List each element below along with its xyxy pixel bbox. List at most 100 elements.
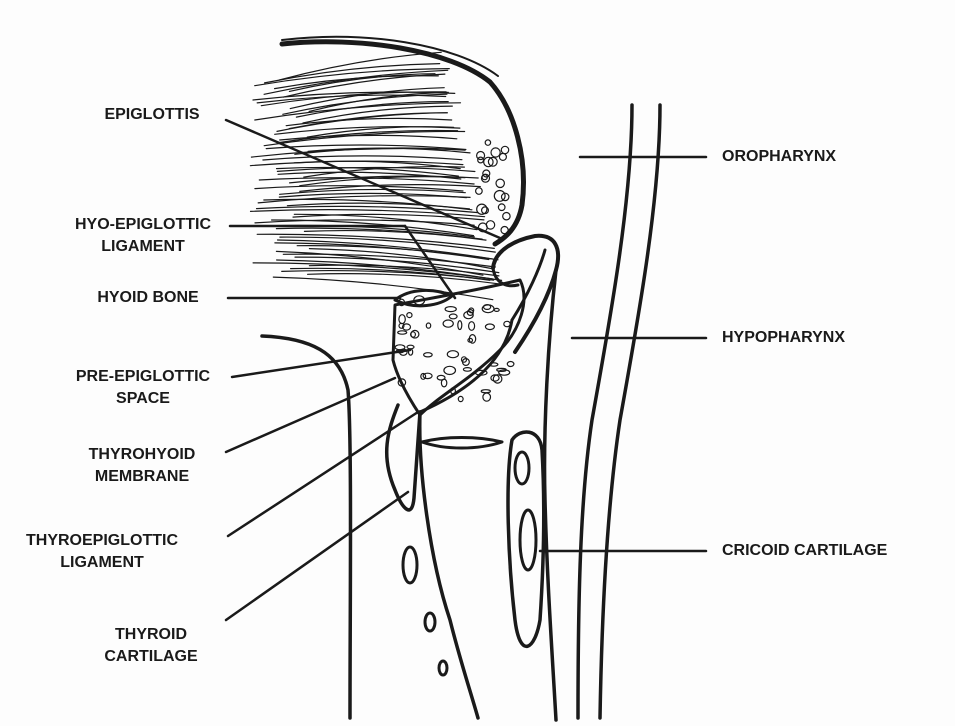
- leader-epiglottis: [224, 118, 502, 240]
- leader-thyrohyoid: [224, 376, 397, 454]
- fat-lobule: [401, 323, 412, 331]
- fat-lobule: [448, 313, 458, 320]
- muscle-fibre: [295, 100, 449, 118]
- label-hyoid-bone-text: HYOID BONE: [97, 289, 199, 306]
- muscle-fibre: [252, 262, 493, 280]
- muscle-fibre: [250, 147, 461, 158]
- leader-lines: [224, 118, 708, 622]
- muscle-fibre: [282, 253, 496, 268]
- muscle-fibre: [278, 51, 442, 81]
- muscle-fibre: [256, 233, 495, 249]
- muscle-fibre: [272, 276, 494, 301]
- tongue-muscle-fibres: [249, 51, 503, 301]
- fat-lobule: [492, 374, 503, 384]
- gland-lobule: [476, 203, 488, 215]
- fat-lobule: [407, 348, 414, 356]
- muscle-fibre: [306, 126, 455, 138]
- label-hyo-epiglottic-line1: HYO-EPIGLOTTIC: [75, 216, 211, 233]
- fat-lobule: [498, 369, 511, 376]
- leader-thyroid: [224, 490, 410, 622]
- fat-lobule: [468, 321, 476, 331]
- posterior-pharyngeal-wall-outer: [598, 103, 662, 720]
- fat-lobule: [397, 378, 407, 387]
- label-thyroepiglottic-line2: LIGAMENT: [60, 554, 144, 571]
- muscle-fibre: [276, 112, 448, 132]
- gland-lobule: [482, 169, 491, 178]
- gland-lobule: [498, 152, 507, 161]
- thyroid-cartilage-outline: [384, 403, 422, 512]
- muscle-fibre: [263, 130, 466, 147]
- fat-lobule: [442, 319, 454, 328]
- muscle-fibre: [279, 188, 466, 195]
- label-pre-epiglottic-space: PRE-EPIGLOTTIC SPACE: [58, 366, 228, 410]
- epiglottis-tip: [491, 233, 561, 354]
- muscle-fibre: [254, 68, 450, 87]
- gland-lobule: [497, 203, 506, 212]
- muscle-fibre: [308, 91, 449, 112]
- muscle-fibre: [249, 160, 464, 167]
- hyoid-bone-outline: [393, 289, 454, 308]
- muscle-fibre: [299, 184, 481, 192]
- thyroid-ossification-1: [401, 545, 419, 585]
- muscle-fibre: [303, 165, 465, 178]
- fat-lobule: [446, 350, 460, 359]
- tongue-base-outline: [279, 39, 526, 247]
- tongue-glands: [475, 139, 511, 235]
- fat-lobule: [410, 329, 420, 339]
- cricoid-ossification-2: [518, 508, 538, 572]
- pre-epiglottic-space-outline: [391, 278, 526, 417]
- gland-lobule: [500, 225, 509, 235]
- gland-lobule: [490, 147, 501, 158]
- gland-lobule: [476, 150, 486, 161]
- gland-lobule: [475, 187, 483, 195]
- muscle-fibre: [254, 219, 475, 226]
- gland-lobule: [483, 156, 494, 168]
- thyroid-ossification-2: [423, 611, 437, 633]
- epiglottis-posterior-surface: [542, 268, 558, 722]
- cricoid-cartilage-outline: [506, 430, 546, 648]
- muscle-fibre: [264, 63, 441, 84]
- muscle-fibre: [294, 256, 500, 274]
- label-cricoid-text: CRICOID CARTILAGE: [722, 542, 888, 559]
- fat-lobule: [436, 374, 446, 381]
- muscle-fibre: [303, 229, 487, 241]
- muscle-fibre: [299, 176, 466, 187]
- label-thyrohyoid-line2: MEMBRANE: [94, 468, 190, 485]
- label-hypopharynx: HYPOPHARYNX: [722, 327, 845, 349]
- label-epiglottis-text: EPIGLOTTIS: [104, 106, 200, 123]
- fat-lobule: [423, 352, 433, 358]
- label-thyroepiglottic-ligament: THYROEPIGLOTTIC LIGAMENT: [14, 530, 190, 574]
- gland-lobule: [487, 156, 498, 167]
- muscle-fibre: [279, 236, 496, 253]
- fat-lobule: [443, 365, 457, 376]
- muscle-fibre: [254, 102, 462, 121]
- fat-lobule: [398, 314, 406, 325]
- muscle-fibre: [255, 205, 479, 214]
- muscle-fibre: [271, 219, 475, 237]
- fat-lobule: [440, 378, 448, 388]
- muscle-fibre: [283, 73, 446, 98]
- fat-lobule: [484, 323, 495, 331]
- label-oropharynx-text: OROPHARYNX: [722, 148, 837, 165]
- fat-lobule: [460, 356, 468, 363]
- fat-lobule: [413, 295, 426, 306]
- anterior-neck-line: [260, 334, 353, 720]
- muscle-fibre: [288, 73, 436, 92]
- leader-thyroepiglottic: [226, 410, 420, 538]
- pre-epiglottic-posterior-line: [418, 318, 514, 414]
- fat-lobule: [480, 389, 491, 394]
- fat-lobule: [493, 307, 500, 312]
- label-thyroid-line1: THYROID: [115, 626, 187, 643]
- muscle-fibre: [262, 155, 463, 161]
- label-hyo-epiglottic-ligament: HYO-EPIGLOTTIC LIGAMENT: [58, 214, 228, 258]
- muscle-fibre: [289, 87, 445, 110]
- muscle-fibre: [257, 195, 471, 204]
- label-thyroid-cartilage: THYROID CARTILAGE: [86, 624, 216, 668]
- tongue-surface-edge: [281, 35, 499, 77]
- label-epiglottis: EPIGLOTTIS: [72, 104, 232, 126]
- fat-lobule: [463, 310, 474, 320]
- muscle-fibre: [260, 91, 447, 107]
- fat-lobule: [420, 372, 427, 380]
- label-pre-epiglottic-line2: SPACE: [116, 390, 170, 407]
